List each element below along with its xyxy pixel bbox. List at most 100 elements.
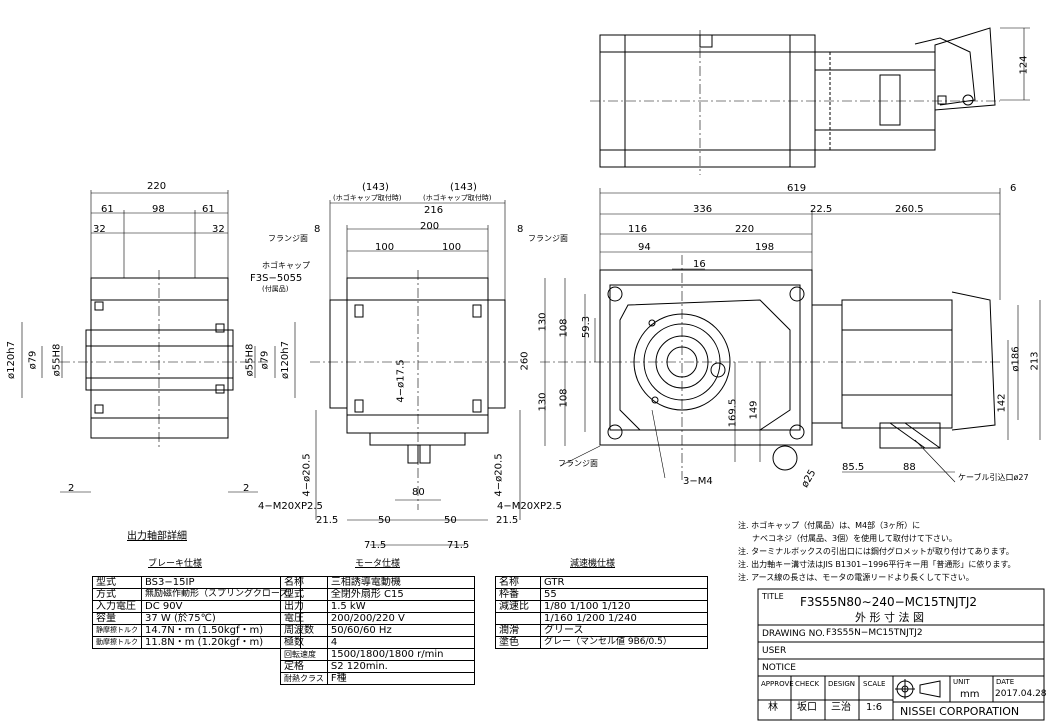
dim-mid-216: 216 [424, 205, 444, 216]
dim-front-108b: 108 [558, 388, 570, 408]
table-row: 型式全閉外扇形 C15 [280, 588, 475, 601]
dim-mid-8a: 8 [314, 224, 321, 235]
dim-front-108a: 108 [558, 318, 570, 338]
dim-front-d186: ø186 [1010, 346, 1022, 372]
table-key: 回転速度 [280, 648, 328, 661]
table-key: 耐熱クラス [280, 672, 328, 685]
side-view [310, 200, 521, 546]
notice-label: NOTICE [762, 663, 796, 673]
scale-label: SCALE [863, 680, 886, 688]
shaft-view [21, 190, 296, 493]
dim-left-d55b: ø55H8 [244, 343, 256, 377]
table-key: 周波数 [280, 624, 328, 637]
note-line: 注. アース線の長さは、モータの電源リードより長くして下さい。 [738, 573, 974, 582]
table-key: 入力電圧 [92, 600, 142, 613]
label-cable-entry: ケーブル引込口ø27 [958, 473, 1029, 482]
table-value: 14.7N・m (1.50kgf・m) [140, 624, 302, 637]
dim-front-198: 198 [755, 242, 775, 253]
heading-output-shaft: 出力軸部詳細 [127, 531, 187, 542]
dim-front-3m4: 3−M4 [683, 476, 713, 487]
table-row: 方式無励磁作動形（スプリングクローズ） [92, 588, 302, 601]
dim-front-6: 6 [1010, 183, 1017, 194]
table-value: 1/160 1/200 1/240 [540, 612, 708, 625]
table-value: グレー（マンセル値 9B6/0.5） [540, 636, 708, 649]
table-key: 型式 [92, 576, 142, 589]
dim-mid-4d20-5b: 4−ø20.5 [493, 453, 505, 497]
scale-value: 1:6 [866, 702, 883, 713]
heading-reducer: 減速機仕様 [570, 559, 616, 569]
dim-front-116: 116 [628, 224, 648, 235]
dim-mid-21-5a: 21.5 [316, 515, 339, 526]
dim-front-213: 213 [1029, 351, 1041, 371]
heading-brake: ブレーキ仕様 [148, 559, 203, 569]
table-key: 定格 [280, 660, 328, 673]
note-line: 注. ターミナルボックスの引出口には鋼付グロメットが取り付けてあります。 [738, 547, 1014, 556]
table-value: 1/80 1/100 1/120 [540, 600, 708, 613]
unit-label: UNIT [953, 678, 970, 686]
drawing-no: F3S55N−MC15TNJTJ2 [826, 628, 923, 638]
table-key: 方式 [92, 588, 142, 601]
dim-left-d79a: ø79 [27, 350, 39, 370]
unit-value: mm [960, 689, 980, 700]
table-key [495, 612, 541, 625]
dim-left-32a: 32 [93, 224, 106, 235]
table-key: 型式 [280, 588, 328, 601]
table-value: DC 90V [140, 600, 302, 613]
dim-mid-m20b: 4−M20XP2.5 [497, 501, 562, 512]
design-label: DESIGN [828, 680, 855, 688]
dim-mid-100a: 100 [375, 242, 395, 253]
dim-mid-8b: 8 [517, 224, 524, 235]
drawing-title: F3S55N80∼240−MC15TNJTJ2 [800, 595, 978, 609]
approve-label: APPROVE [761, 680, 794, 688]
dim-mid-m20a: 4−M20XP2.5 [258, 501, 323, 512]
dim-mid-50a: 50 [378, 515, 391, 526]
dim-mid-21-5b: 21.5 [496, 515, 519, 526]
dim-mid-143a: (143) [362, 182, 389, 193]
front-view [540, 188, 1041, 483]
dim-mid-4d17-5: 4−ø17.5 [395, 359, 407, 403]
date-label: DATE [996, 678, 1015, 686]
table-value: 200/200/220 V [326, 612, 475, 625]
top-view [590, 27, 1030, 175]
label-mid-flange-b: フランジ面 [528, 234, 568, 243]
date-value: 2017.04.28 [995, 689, 1047, 699]
table-key: 極数 [280, 636, 328, 649]
table-value: 全閉外扇形 C15 [326, 588, 475, 601]
label-mid-cap-note: (付属品) [262, 285, 289, 293]
dim-left-d120b: ø120h7 [279, 341, 291, 379]
check-label: CHECK [795, 680, 820, 688]
dim-mid-cap-a: (ホゴキャップ取付時) [333, 194, 402, 202]
table-key: 静摩擦トルク [92, 624, 142, 637]
dim-left-61b: 61 [202, 204, 215, 215]
dim-front-94: 94 [638, 242, 651, 253]
dim-front-169-5: 169.5 [727, 398, 739, 428]
dim-front-142: 142 [996, 393, 1008, 413]
dim-mid-80: 80 [412, 487, 425, 498]
company-name: NISSEI CORPORATION [900, 705, 1020, 718]
table-key: 枠番 [495, 588, 541, 601]
table-key: 出力 [280, 600, 328, 613]
table-row: 潤滑グリース [495, 624, 708, 637]
dim-mid-cap-b: (ホゴキャップ取付時) [423, 194, 492, 202]
table-key: 動摩擦トルク [92, 636, 142, 649]
table-key: 塗色 [495, 636, 541, 649]
table-value: 1500/1800/1800 r/min [326, 648, 475, 661]
dim-mid-200: 200 [420, 221, 440, 232]
dim-front-260-5: 260.5 [895, 204, 924, 215]
user-label: USER [762, 646, 787, 656]
design-value: 三治 [831, 702, 851, 713]
dim-front-130a: 130 [537, 312, 549, 332]
approve-value: 林 [768, 702, 778, 713]
